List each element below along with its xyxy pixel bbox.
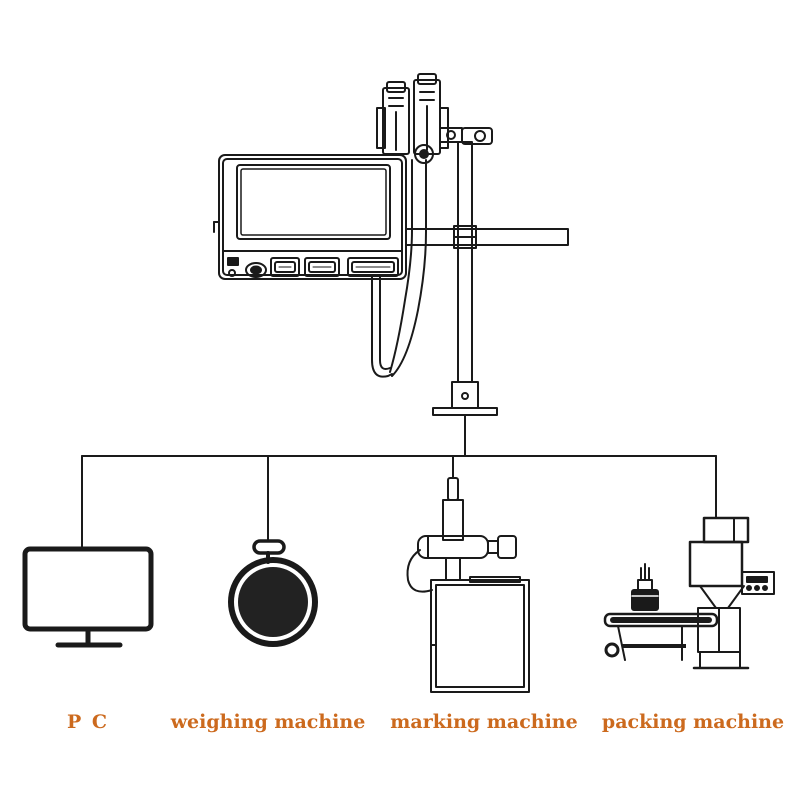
- scale-icon: [228, 539, 318, 647]
- marking-machine-icon: [406, 477, 530, 693]
- label-marking-machine: marking machine: [390, 711, 578, 733]
- label-pc: P C: [66, 711, 110, 733]
- label-weighing-machine: weighing machine: [170, 711, 366, 733]
- monitor-icon: [22, 546, 154, 648]
- connection-lines: [81, 414, 717, 549]
- inkjet-printer-icon: [213, 73, 569, 416]
- label-packing-machine: packing machine: [601, 711, 785, 733]
- packing-machine-icon: [603, 516, 775, 670]
